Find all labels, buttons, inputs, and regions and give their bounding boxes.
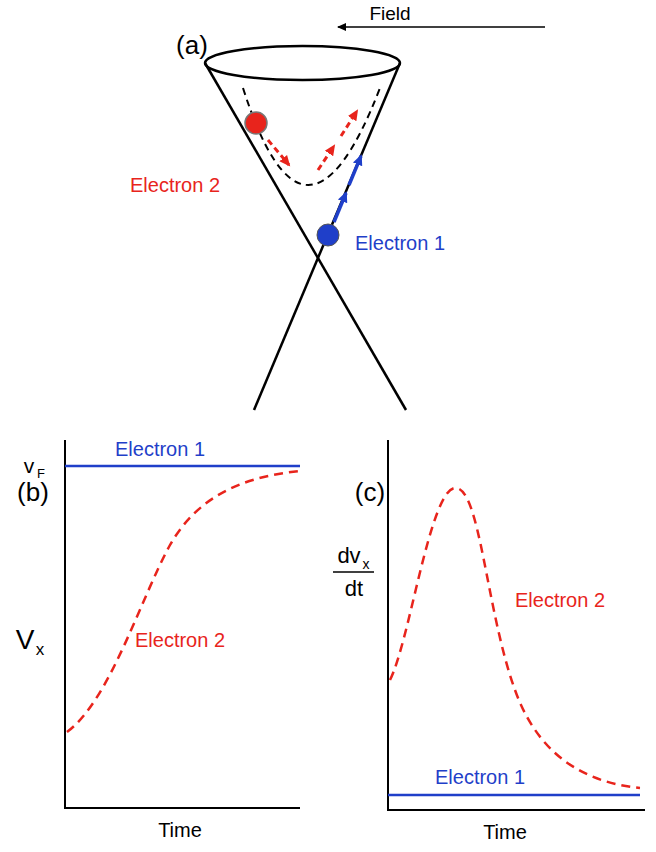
field-label: Field [369, 4, 410, 23]
electron-1-line [388, 794, 640, 797]
electron-label: Electron 2 [135, 630, 225, 650]
electron-1-dot [317, 224, 339, 246]
field-arrow [338, 26, 545, 28]
electron-label: Electron 2 [130, 175, 220, 195]
electron-label: Electron 1 [355, 233, 445, 253]
electron-label: Electron 2 [515, 590, 605, 610]
axes-c [387, 440, 645, 811]
fraction-bar [333, 571, 374, 573]
electron-2-dot [245, 112, 267, 134]
axis-symbol: v [24, 455, 35, 476]
axis-subscript: x [363, 557, 370, 571]
axes-b [64, 440, 300, 809]
electron-1-line [65, 465, 300, 468]
axis-subscript: F [37, 467, 45, 480]
electron-2-arrows [268, 111, 357, 170]
electron-path [243, 88, 380, 185]
electron-label: Electron 1 [115, 439, 205, 459]
axis-subscript: x [36, 641, 45, 658]
axis-title: Time [483, 822, 527, 842]
electron-label: Electron 1 [435, 767, 525, 787]
panel-letter: (a) [176, 32, 208, 58]
dirac-cone [205, 46, 406, 410]
panel-letter: (c) [355, 479, 385, 505]
electron-2-curve [67, 471, 300, 732]
axis-symbol: V [16, 626, 35, 654]
electron-2-curve [390, 488, 640, 788]
axis-symbol: dt [345, 578, 363, 600]
electron-1-arrows [334, 156, 361, 222]
axis-symbol: dv [337, 545, 360, 567]
panel-letter: (b) [17, 479, 49, 505]
axis-title: Time [158, 820, 202, 840]
